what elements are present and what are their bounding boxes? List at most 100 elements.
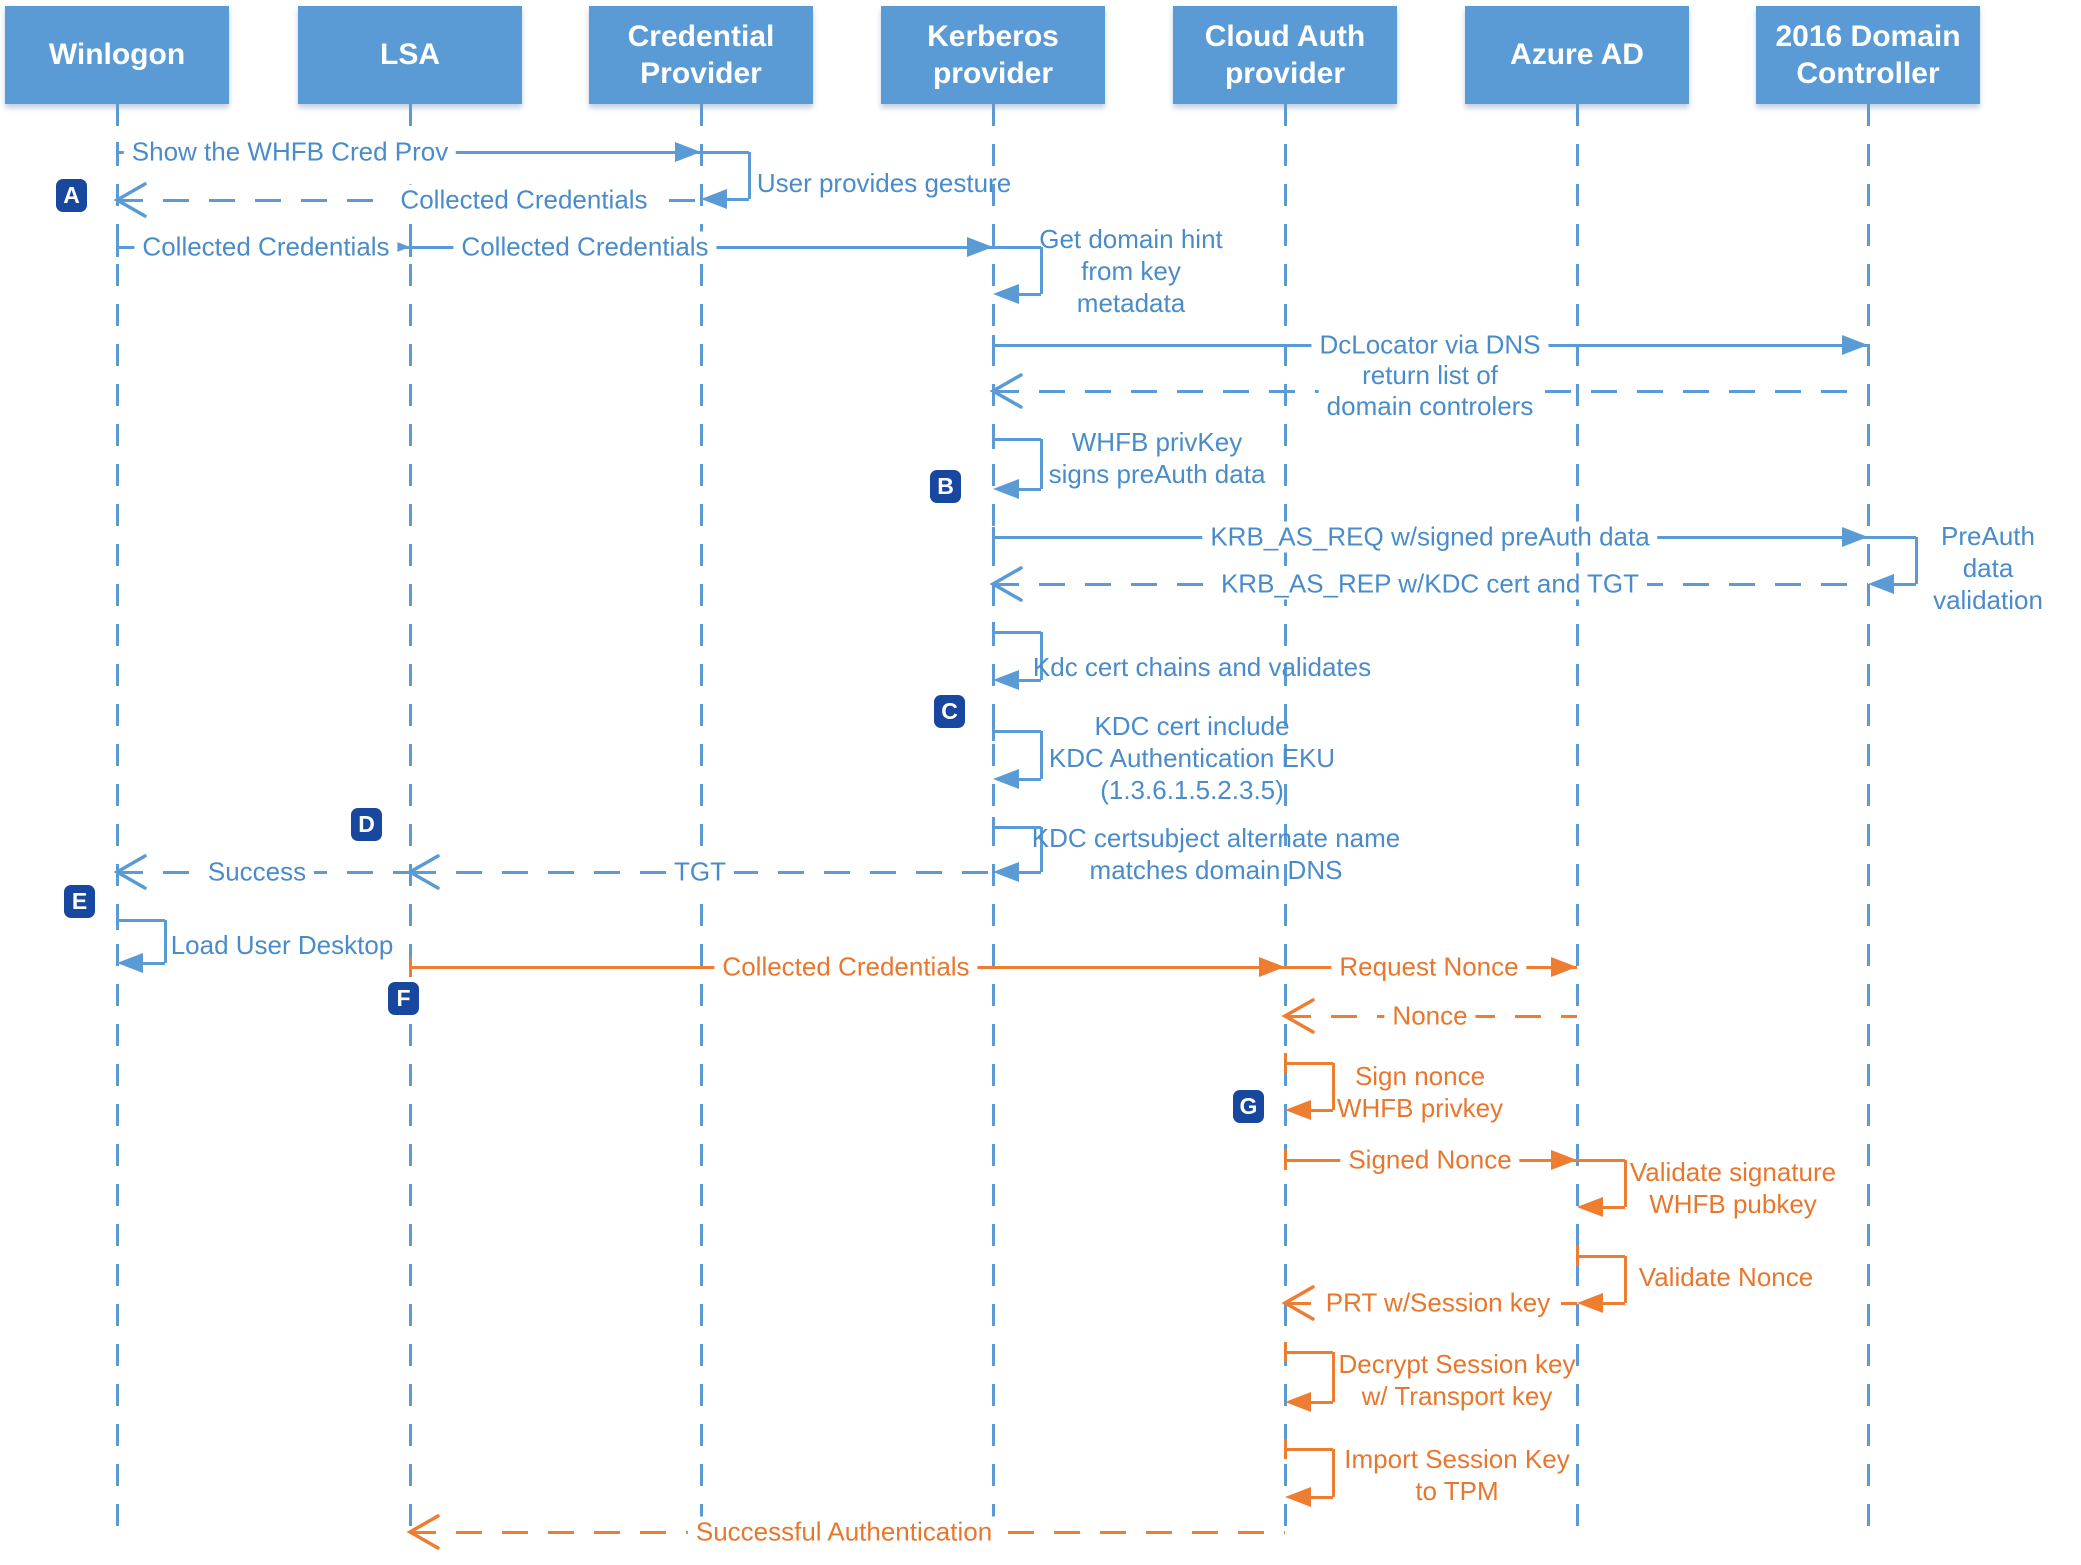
loop-top-get-domain-hint (993, 245, 1041, 249)
loop-label-validate-nonce: Validate Nonce (1638, 1262, 1814, 1292)
open-arrowhead-collected-credentials-return (112, 181, 148, 224)
loop-arrowhead-user-provides-gesture (701, 189, 727, 209)
message-label-nonce: Nonce (1384, 1000, 1476, 1032)
lifeline-credential-provider (699, 104, 703, 1530)
lifeline-cloud-auth-provider (1283, 104, 1287, 1530)
step-badge-b: B (930, 470, 961, 503)
loop-bottom-sign-nonce-whfb-privkey (1303, 1108, 1333, 1112)
loop-top-validate-signature-whfb-pubkey (1577, 1158, 1625, 1162)
loop-top-kdc-cert-chains-validates (993, 630, 1041, 634)
loop-bottom-validate-signature-whfb-pubkey (1595, 1205, 1625, 1209)
message-label-successful-authentication: Successful Authentication (687, 1516, 1001, 1548)
loop-top-validate-nonce (1577, 1254, 1625, 1258)
lifeline-azure-ad (1575, 104, 1579, 1530)
loop-bottom-decrypt-session-key (1303, 1400, 1333, 1404)
loop-tick-kdc-certsubject-alt-name (991, 817, 995, 837)
loop-top-load-user-desktop (117, 918, 165, 922)
loop-label-preauth-data-validation: PreAuth data validation (1933, 521, 2043, 615)
loop-arrowhead-whfb-privkey-signs-preauth (993, 479, 1019, 499)
loop-top-kdc-certsubject-alt-name (993, 825, 1041, 829)
message-label-krb-as-req: KRB_AS_REQ w/signed preAuth data (1202, 521, 1658, 553)
filled-arrowhead-dclocator-via-dns (1842, 335, 1868, 355)
loop-label-import-session-key: Import Session Key to TPM (1344, 1444, 1570, 1506)
start-tick-dclocator-via-dns (991, 335, 995, 355)
message-label-krb-as-rep: KRB_AS_REP w/KDC cert and TGT (1212, 568, 1648, 600)
actor-box-winlogon: Winlogon (5, 6, 229, 104)
loop-top-preauth-data-validation (1868, 535, 1916, 539)
loop-side-decrypt-session-key (1331, 1352, 1335, 1402)
step-badge-f: F (388, 982, 419, 1015)
loop-side-user-provides-gesture (747, 152, 751, 199)
loop-bottom-whfb-privkey-signs-preauth (1011, 487, 1041, 491)
loop-arrowhead-import-session-key (1285, 1487, 1311, 1507)
loop-tick-import-session-key (1283, 1439, 1287, 1459)
filled-arrowhead-signed-nonce (1551, 1150, 1577, 1170)
loop-bottom-user-provides-gesture (719, 197, 749, 201)
loop-side-whfb-privkey-signs-preauth (1039, 439, 1043, 489)
start-tick-krb-as-req (991, 527, 995, 547)
loop-tick-kdc-cert-include-eku (991, 721, 995, 741)
loop-arrowhead-validate-signature-whfb-pubkey (1577, 1197, 1603, 1217)
loop-side-validate-nonce (1623, 1256, 1627, 1303)
message-label-return-list-of-domain-controlers: return list of domain controlers (1318, 360, 1542, 422)
message-label-tgt: TGT (666, 856, 734, 888)
open-arrowhead-return-list-of-domain-controlers (988, 372, 1024, 415)
loop-arrowhead-kdc-cert-include-eku (993, 769, 1019, 789)
start-tick-collected-credentials-lsa-kerberos (408, 237, 412, 257)
actor-box-cloud-auth-provider: Cloud Auth provider (1173, 6, 1397, 104)
message-label-collected-credentials-winlogon-lsa: Collected Credentials (134, 231, 398, 263)
loop-bottom-kdc-certsubject-alt-name (1011, 870, 1041, 874)
loop-side-validate-signature-whfb-pubkey (1623, 1160, 1627, 1207)
filled-arrowhead-collected-credentials-lsa-kerberos (967, 237, 993, 257)
loop-bottom-get-domain-hint (1011, 292, 1041, 296)
lifeline-winlogon (115, 104, 119, 1530)
loop-tick-whfb-privkey-signs-preauth (991, 429, 995, 449)
loop-side-kdc-cert-include-eku (1039, 731, 1043, 779)
loop-label-whfb-privkey-signs-preauth: WHFB privKey signs preAuth data (1048, 427, 1266, 489)
actor-box-azure-ad: Azure AD (1465, 6, 1689, 104)
open-arrowhead-krb-as-rep (988, 565, 1024, 608)
start-tick-signed-nonce (1283, 1150, 1287, 1170)
loop-bottom-preauth-data-validation (1886, 582, 1916, 586)
loop-bottom-kdc-cert-include-eku (1011, 777, 1041, 781)
loop-side-get-domain-hint (1039, 247, 1043, 294)
message-label-show-whfb-cred-prov: Show the WHFB Cred Prov (123, 136, 457, 168)
loop-bottom-load-user-desktop (135, 961, 165, 965)
open-arrowhead-success (112, 853, 148, 896)
actor-box-lsa: LSA (298, 6, 522, 104)
message-label-collected-credentials-return: Collected Credentials (392, 184, 656, 216)
filled-arrowhead-collected-credentials-orange (1259, 957, 1285, 977)
lifeline-lsa (408, 104, 412, 1530)
open-arrowhead-nonce (1280, 997, 1316, 1040)
actor-box-kerberos-provider: Kerberos provider (881, 6, 1105, 104)
loop-arrowhead-kdc-certsubject-alt-name (993, 862, 1019, 882)
loop-side-preauth-data-validation (1914, 537, 1918, 584)
start-tick-show-whfb-cred-prov (115, 142, 119, 162)
filled-arrowhead-request-nonce (1551, 957, 1577, 977)
loop-label-user-provides-gesture: User provides gesture (756, 168, 1012, 198)
loop-arrowhead-preauth-data-validation (1868, 574, 1894, 594)
step-badge-d: D (351, 808, 382, 841)
loop-arrowhead-sign-nonce-whfb-privkey (1285, 1100, 1311, 1120)
message-label-request-nonce: Request Nonce (1331, 951, 1527, 983)
loop-top-decrypt-session-key (1285, 1350, 1333, 1354)
loop-label-get-domain-hint: Get domain hint from key metadata (1039, 224, 1223, 318)
loop-top-user-provides-gesture (701, 150, 749, 154)
open-arrowhead-successful-authentication (405, 1513, 441, 1556)
loop-arrowhead-decrypt-session-key (1285, 1392, 1311, 1412)
loop-tick-validate-nonce (1575, 1246, 1579, 1266)
filled-arrowhead-show-whfb-cred-prov (675, 142, 701, 162)
open-arrowhead-prt-w-session-key (1280, 1284, 1316, 1327)
loop-bottom-validate-nonce (1595, 1301, 1625, 1305)
loop-bottom-kdc-cert-chains-validates (1011, 678, 1041, 682)
message-label-prt-w-session-key: PRT w/Session key (1317, 1287, 1559, 1319)
loop-label-validate-signature-whfb-pubkey: Validate signature WHFB pubkey (1629, 1157, 1837, 1219)
loop-tick-sign-nonce-whfb-privkey (1283, 1053, 1287, 1073)
message-label-success: Success (199, 856, 315, 888)
step-badge-a: A (56, 179, 87, 212)
loop-tick-load-user-desktop (115, 910, 119, 930)
loop-side-import-session-key (1331, 1449, 1335, 1497)
loop-side-kdc-cert-chains-validates (1039, 632, 1043, 680)
start-tick-collected-credentials-winlogon-lsa (115, 237, 119, 257)
loop-label-sign-nonce-whfb-privkey: Sign nonce WHFB privkey (1336, 1061, 1504, 1123)
